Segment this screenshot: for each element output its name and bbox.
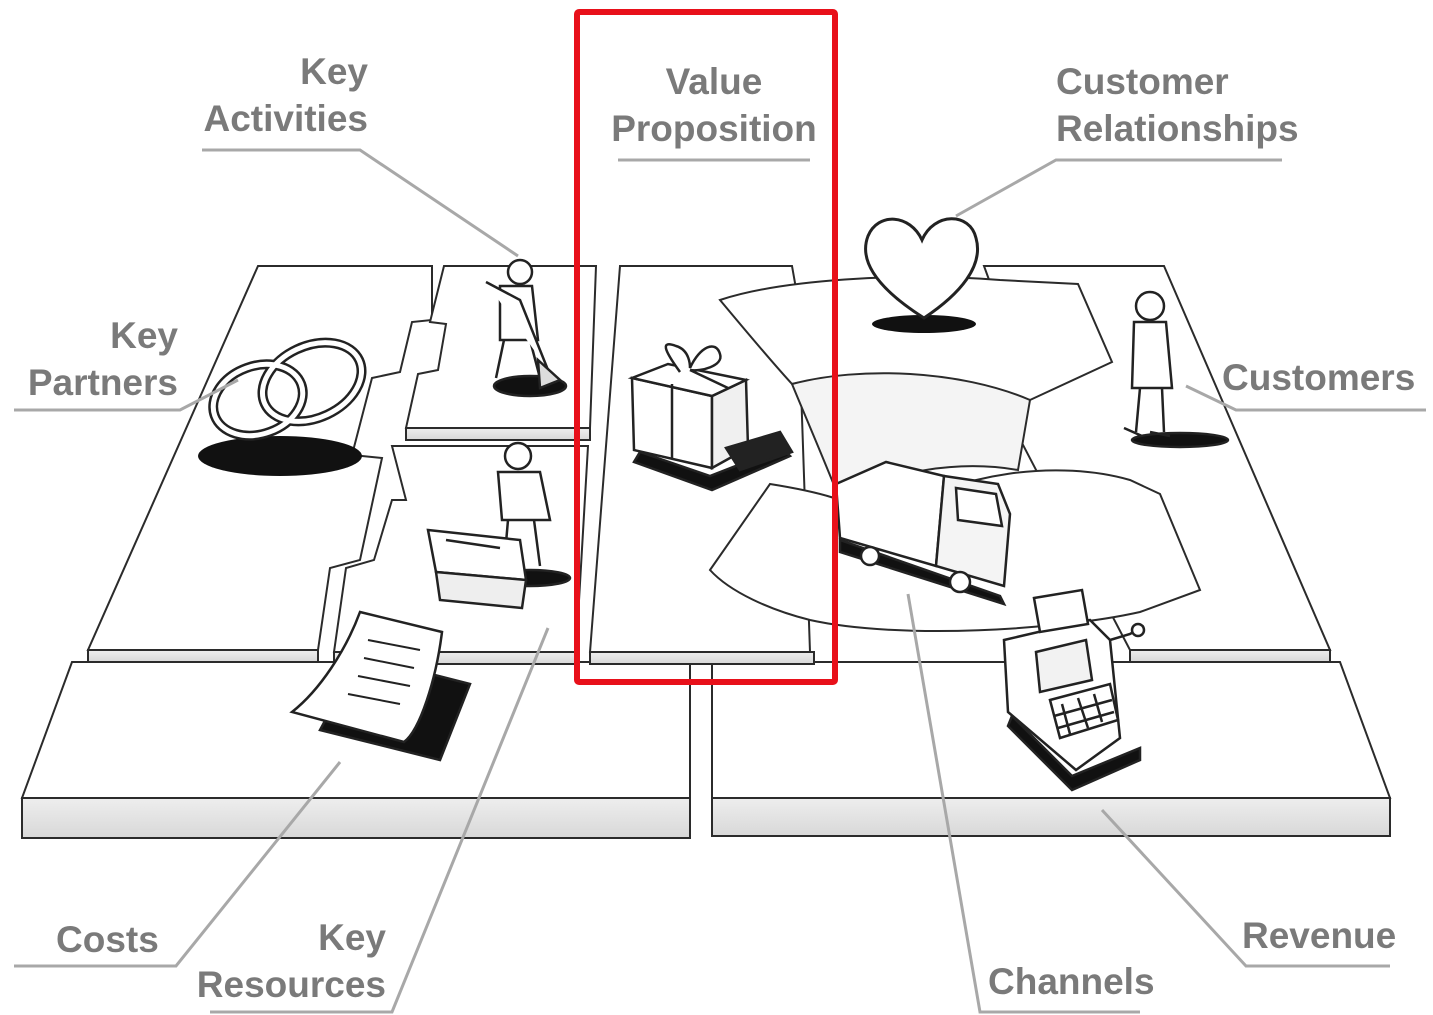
revenue-leader: [1100, 808, 1390, 968]
heart-icon: [864, 217, 979, 333]
value-proposition-label: Value Proposition: [611, 61, 817, 149]
key-activities-leader: [202, 148, 519, 258]
key-partners-leader: [14, 378, 239, 412]
customers-leader: [1185, 384, 1426, 412]
value-proposition-highlight: [574, 9, 838, 685]
channels-label: Channels: [988, 961, 1155, 1002]
document-icon: [289, 610, 472, 762]
costs-leader: [14, 761, 342, 968]
customer-relationships-label: Customer Relationships: [1056, 61, 1299, 149]
leader-lines: [14, 148, 1426, 1014]
channels-arrow: [790, 372, 1032, 502]
revenue-label: Revenue: [1242, 915, 1397, 956]
customer-relationships-leader: [955, 158, 1282, 218]
person-digging-icon: [485, 258, 568, 398]
delivery-truck-icon: [834, 460, 1012, 607]
costs-label: Costs: [56, 919, 159, 960]
gift-box-icon: [627, 343, 794, 492]
customers-label: Customers: [1222, 357, 1416, 398]
interlocked-rings-icon: [198, 337, 367, 476]
key-partners-label: Key Partners: [27, 315, 178, 403]
key-activities-label: Key Activities: [203, 51, 368, 139]
key-resources-label: Key Resources: [196, 917, 386, 1005]
cash-register-icon: [1002, 588, 1146, 792]
key-resources-leader: [210, 627, 550, 1014]
standing-person-icon: [1123, 290, 1230, 449]
person-with-machine-icon: [426, 441, 572, 610]
channels-leader: [906, 593, 1140, 1014]
